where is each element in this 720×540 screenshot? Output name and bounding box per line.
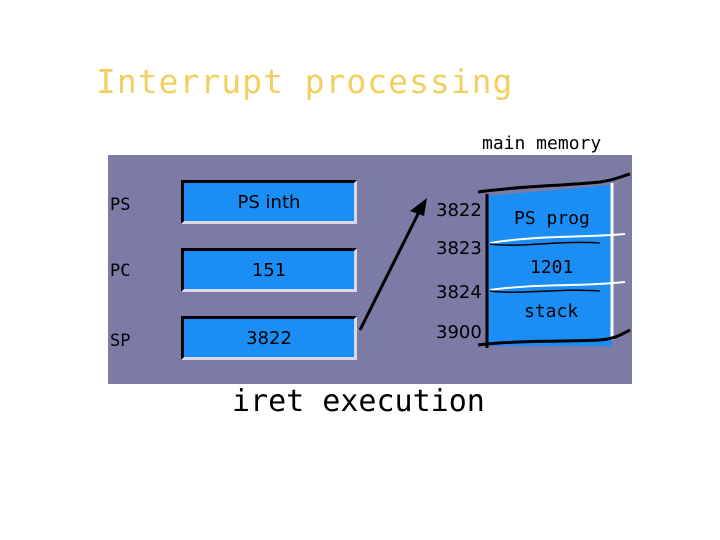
register-label-pc: PC xyxy=(110,261,131,281)
memory-cell-ps-prog: PS prog xyxy=(514,208,590,229)
address-3823: 3823 xyxy=(436,238,482,259)
memory-block xyxy=(486,185,612,346)
memory-top-edge xyxy=(477,172,631,194)
address-3824: 3824 xyxy=(436,282,482,303)
address-3822: 3822 xyxy=(436,200,482,221)
memory-cell-stack: stack xyxy=(524,301,579,322)
register-label-sp: SP xyxy=(110,331,131,351)
register-box-pc: 151 xyxy=(181,248,357,292)
register-value-ps: PS inth xyxy=(237,191,301,213)
register-box-ps: PS inth xyxy=(181,180,357,224)
memory-divider-1 xyxy=(489,233,626,244)
caption-iret-execution: iret execution xyxy=(232,384,485,419)
slide-title: Interrupt processing xyxy=(96,62,514,101)
register-box-sp: 3822 xyxy=(181,316,357,360)
register-label-ps: PS xyxy=(110,195,131,215)
main-memory-label: main memory xyxy=(482,133,602,154)
sp-pointer-arrow xyxy=(358,209,422,331)
memory-divider-2 xyxy=(489,281,626,291)
register-value-pc: 151 xyxy=(251,259,287,281)
memory-bottom-edge xyxy=(477,328,631,347)
register-value-sp: 3822 xyxy=(246,327,292,349)
arrowhead xyxy=(410,198,427,216)
memory-cell-1201: 1201 xyxy=(530,257,574,278)
address-3900: 3900 xyxy=(436,322,482,343)
